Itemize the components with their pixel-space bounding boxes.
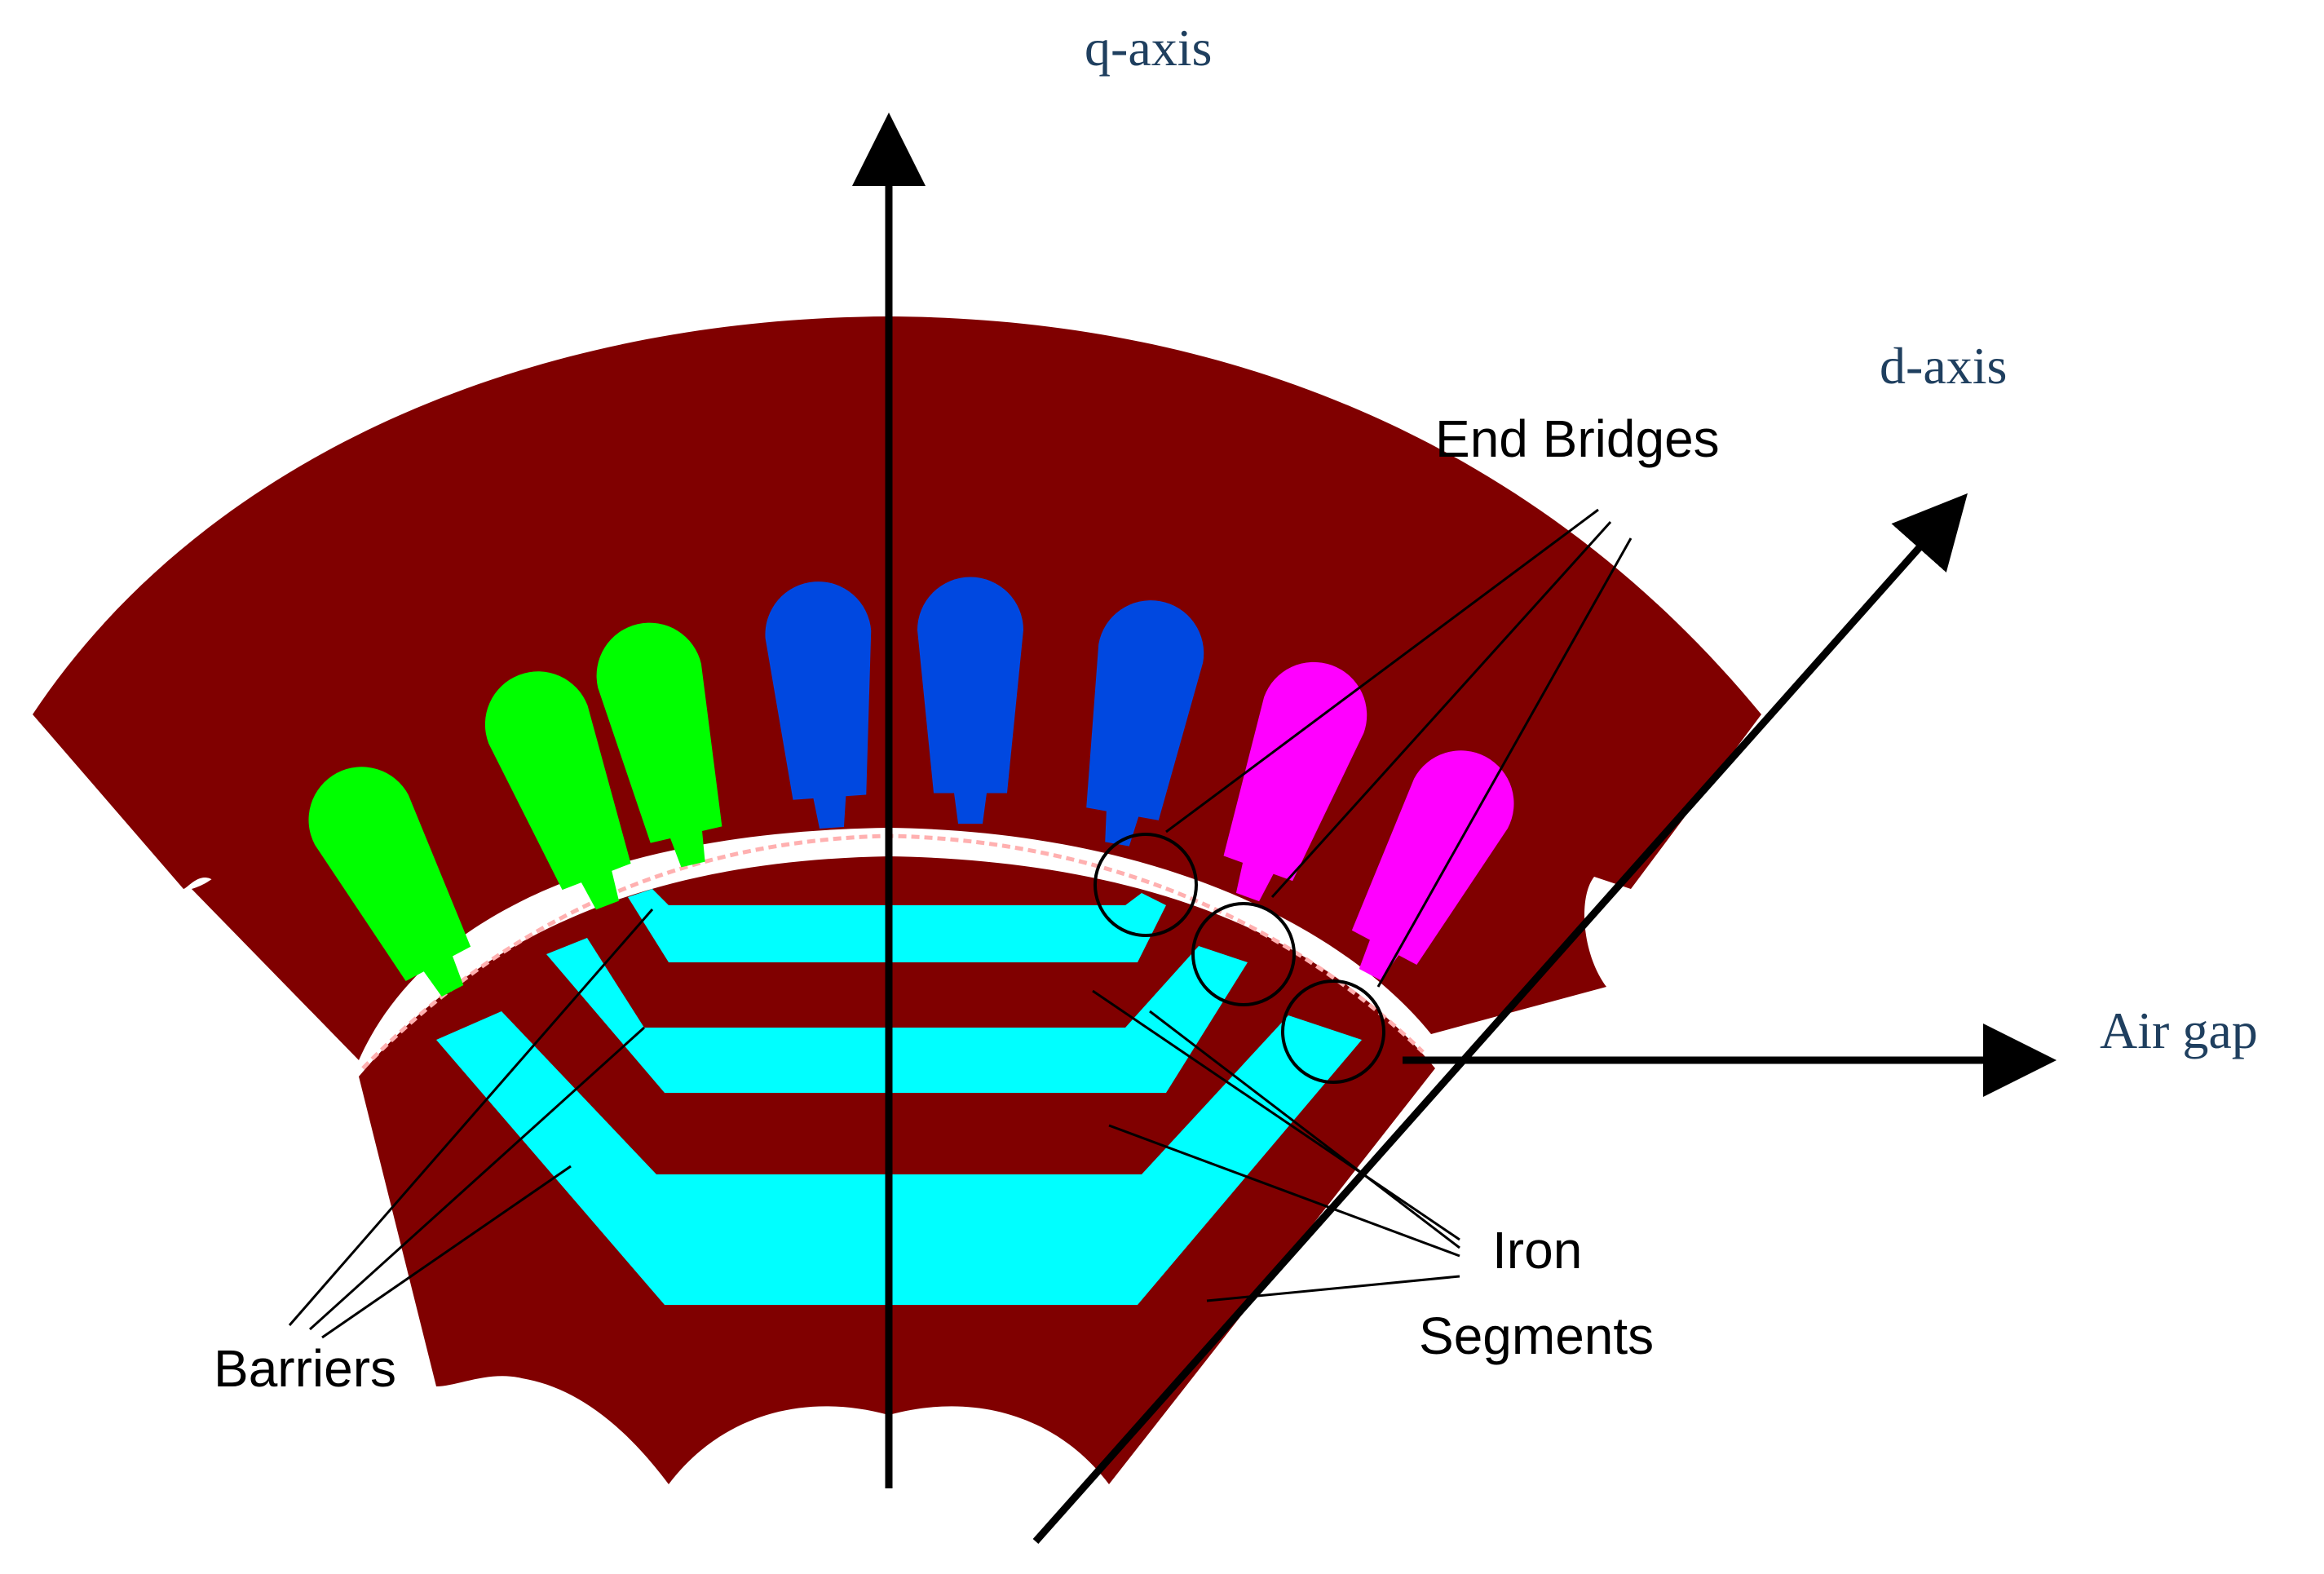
barrier-3 bbox=[436, 1011, 1362, 1305]
q-axis-label: q-axis bbox=[1085, 19, 1212, 77]
d-axis-arrow bbox=[1032, 493, 1968, 1544]
end-bridge-circles bbox=[1094, 833, 1385, 1084]
iron-label: Iron bbox=[1492, 1221, 1582, 1280]
stator-core bbox=[33, 316, 1761, 1060]
flux-barriers bbox=[436, 889, 1362, 1305]
d-axis-label: d-axis bbox=[1880, 337, 2007, 395]
barrier-1 bbox=[628, 889, 1166, 962]
segments-label: Segments bbox=[1419, 1307, 1654, 1365]
barrier-2 bbox=[546, 938, 1248, 1093]
barriers-label: Barriers bbox=[214, 1339, 396, 1398]
air-gap-label: Air gap bbox=[2100, 1001, 2258, 1059]
leader-lines bbox=[288, 508, 1633, 1339]
end-bridges-label: End Bridges bbox=[1435, 409, 1720, 468]
